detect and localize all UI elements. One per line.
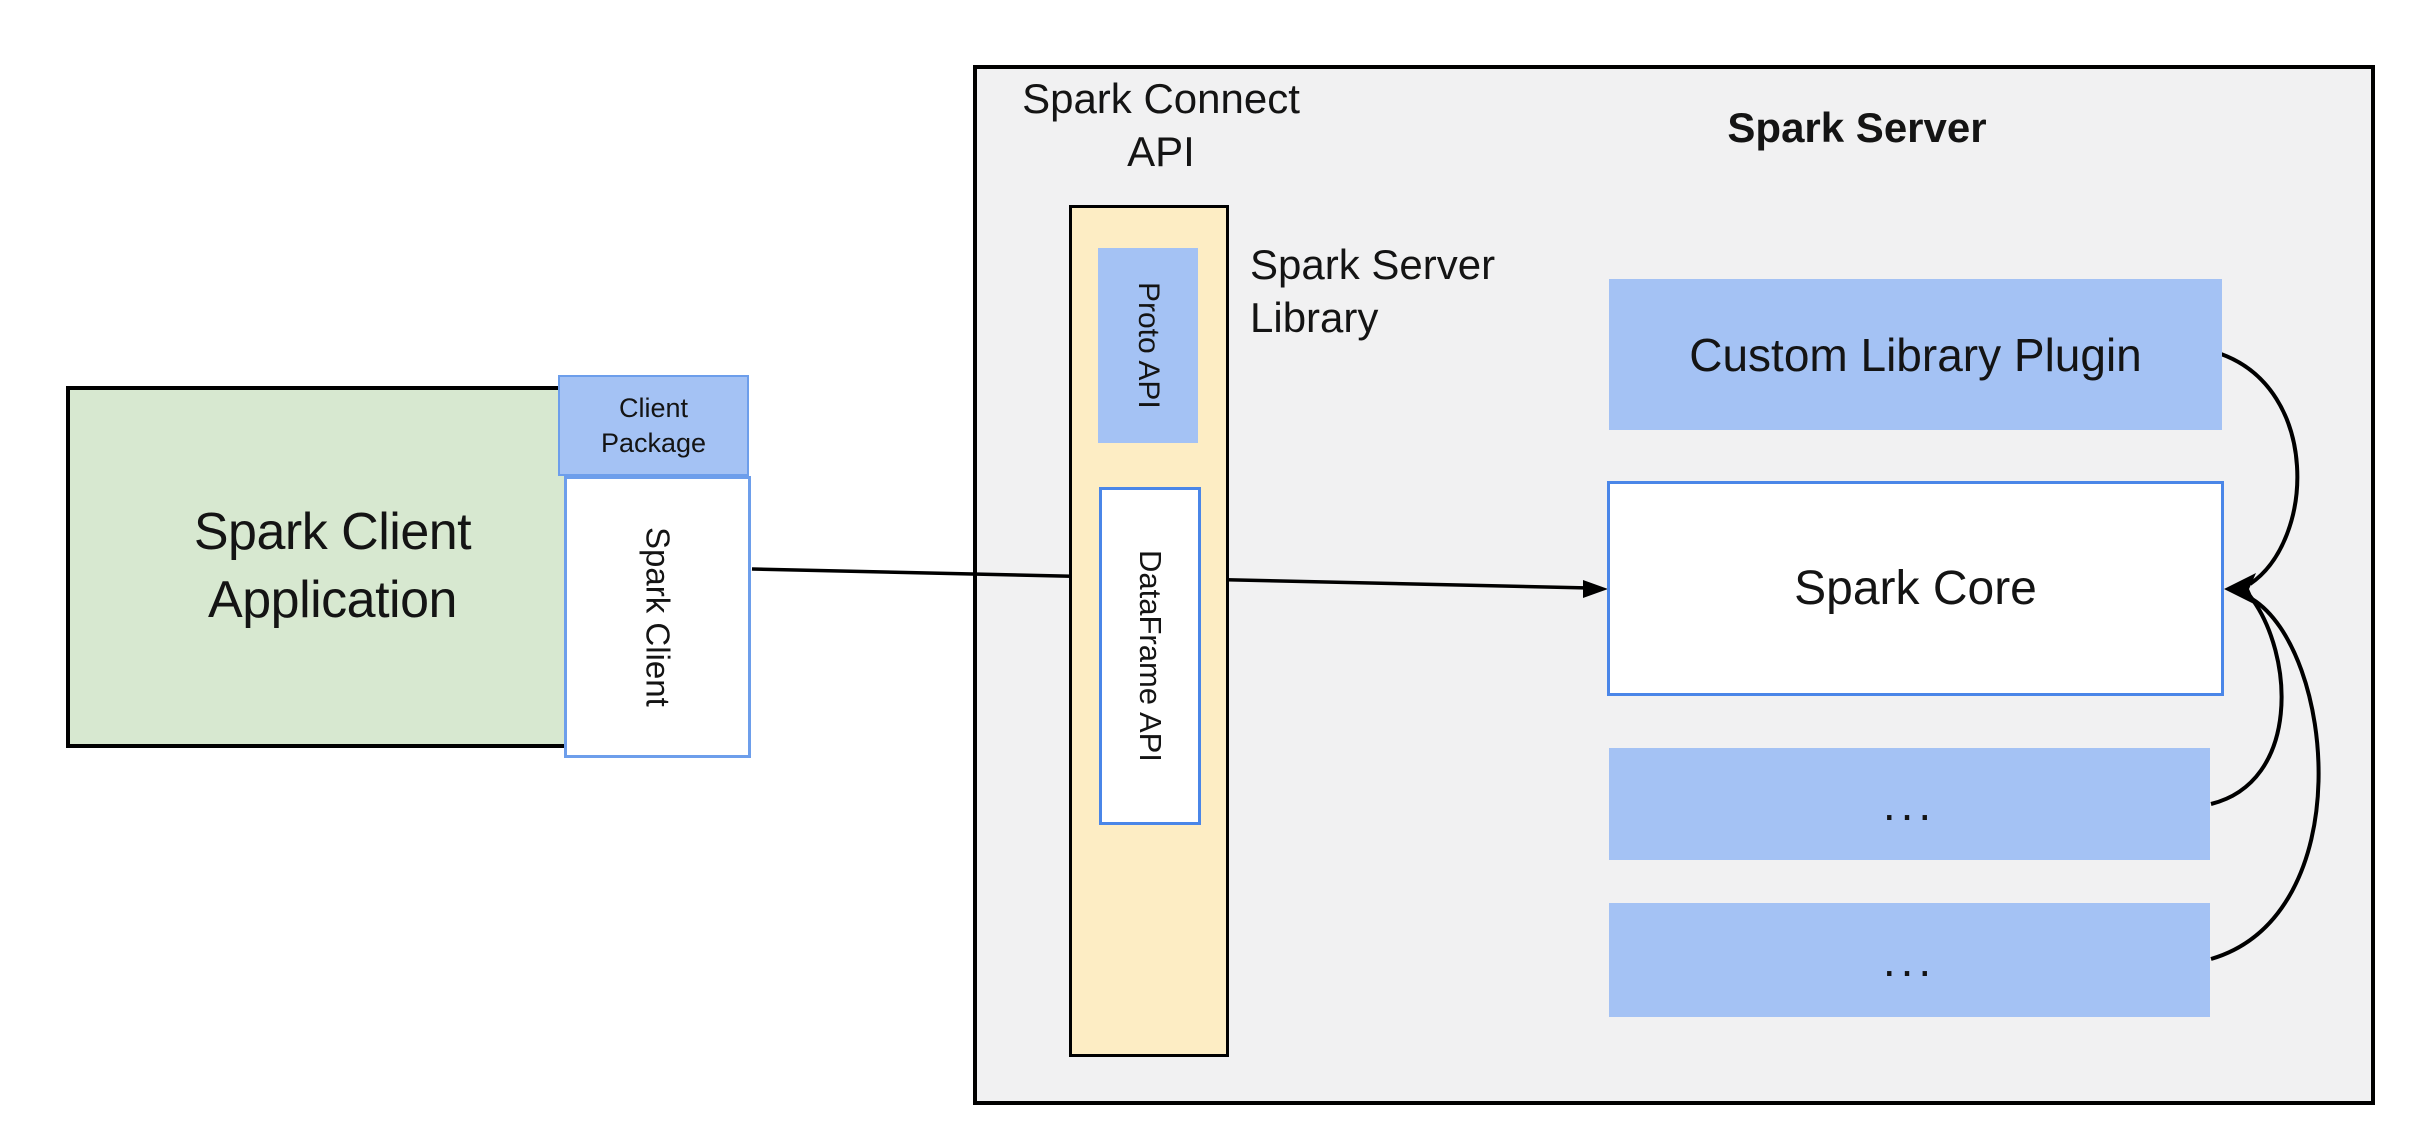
plugin-slot-1-label: ... [1882,778,1937,830]
plugin-slot-2-box: ... [1609,903,2210,1017]
plugin-slot-2-label: ... [1882,934,1937,986]
dataframe-api-box: DataFrame API [1099,487,1201,825]
spark-core-box: Spark Core [1607,481,2224,696]
spark-client-application-box: Spark Client Application [66,386,599,748]
custom-library-plugin-label: Custom Library Plugin [1689,328,2142,381]
proto-api-box: Proto API [1098,248,1198,443]
spark-client-application-label: Spark Client Application [193,503,472,629]
spark-core-label: Spark Core [1794,562,2037,615]
spark-server-title: Spark Server [1727,104,1987,151]
spark-server-library-label: Spark Server Library [1250,241,1496,341]
client-package-box: Client Package [558,375,749,476]
client-package-label: Client Package [600,392,707,458]
custom-library-plugin-box: Custom Library Plugin [1609,279,2222,430]
plugin-slot-1-box: ... [1609,748,2210,860]
spark-client-label: Spark Client [639,527,677,707]
proto-api-label: Proto API [1132,282,1165,409]
dataframe-api-label: DataFrame API [1133,550,1168,762]
spark-client-box: Spark Client [564,476,751,758]
spark-connect-api-label: Spark Connect API [1022,75,1300,175]
